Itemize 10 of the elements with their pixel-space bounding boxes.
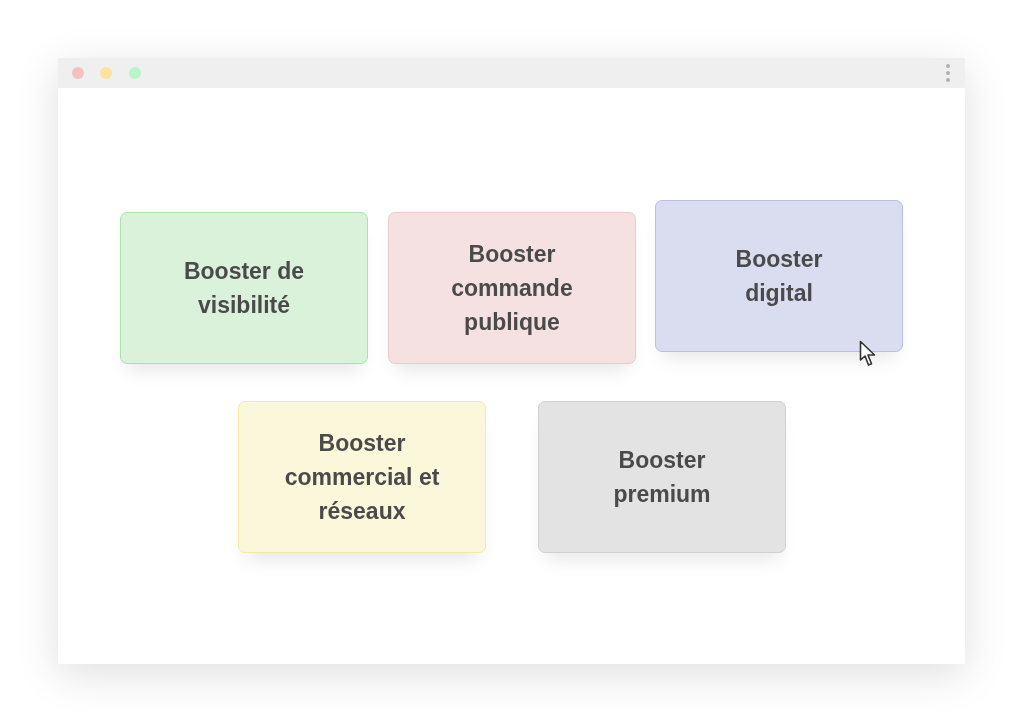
- booster-card: [238, 401, 486, 553]
- booster-card: [120, 212, 368, 364]
- booster-card: [655, 200, 903, 352]
- card-title: Booster de visibilité: [182, 257, 306, 320]
- card-title: Booster premium: [612, 446, 712, 509]
- card-title: Booster commercial et réseaux: [283, 429, 441, 526]
- card-title: Booster digital: [734, 245, 824, 308]
- card-title: Booster commande publique: [450, 240, 574, 337]
- booster-card: [538, 401, 786, 553]
- booster-card: [388, 212, 636, 364]
